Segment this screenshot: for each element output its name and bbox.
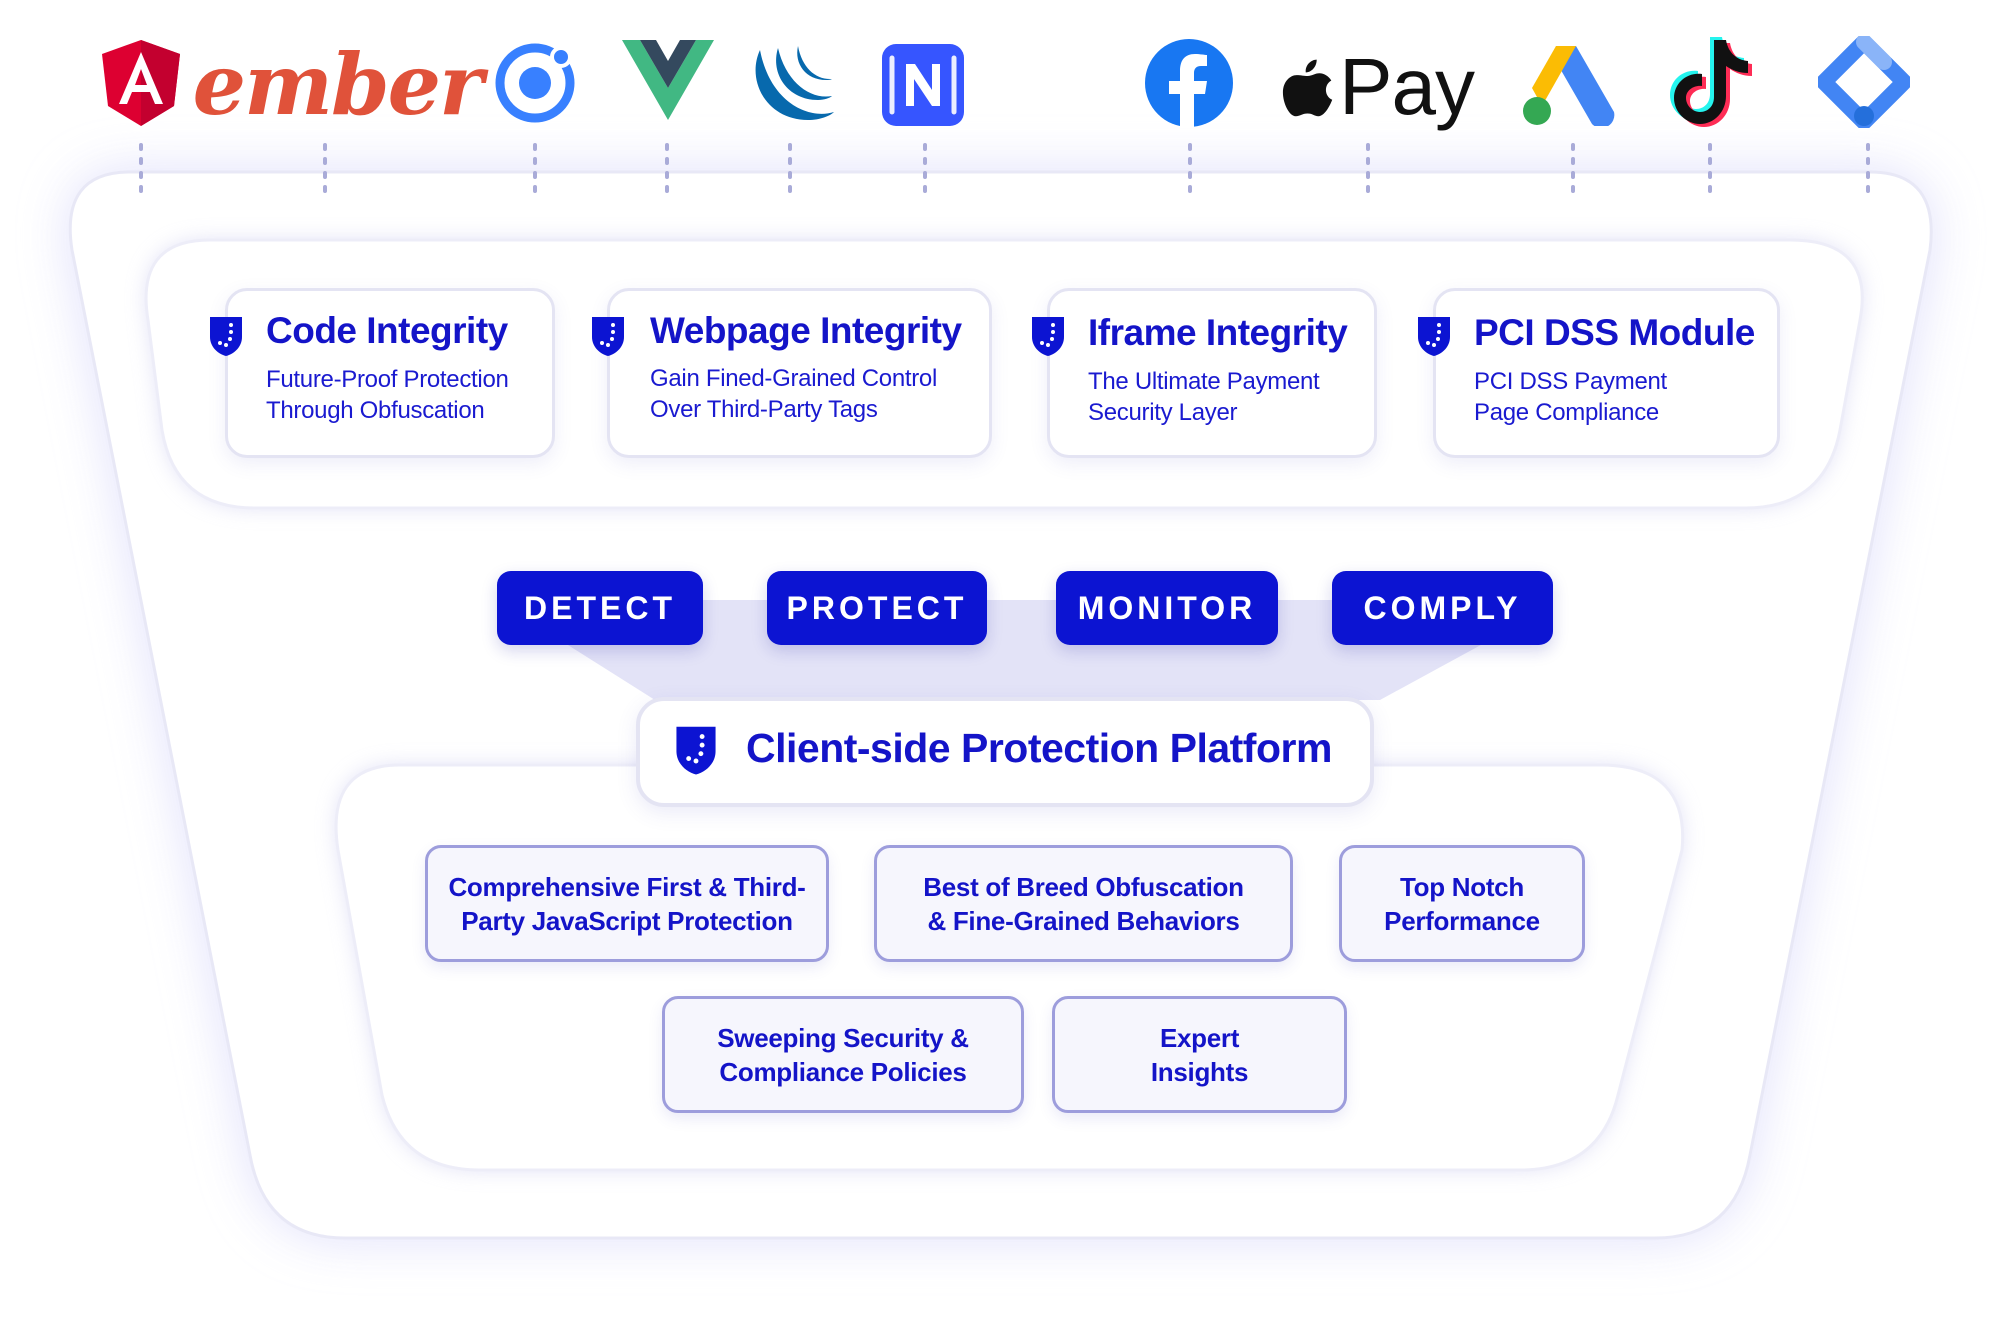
shield-icon <box>1032 317 1064 356</box>
apple-logo-icon <box>1282 59 1333 117</box>
apple-pay-logo: Pay <box>1282 42 1475 132</box>
feature-card[interactable]: Comprehensive First & Third- Party JavaS… <box>425 845 829 962</box>
module-title: PCI DSS Module <box>1474 312 1755 353</box>
shield-icon <box>592 317 624 356</box>
pill-detect[interactable]: DETECT <box>497 571 703 645</box>
module-description: Future-Proof Protection Through Obfuscat… <box>266 366 509 424</box>
pill-comply[interactable]: COMPLY <box>1332 571 1553 645</box>
ionic-logo-icon <box>492 40 578 126</box>
feature-card[interactable]: Best of Breed Obfuscation & Fine-Grained… <box>874 845 1293 962</box>
nativescript-logo-icon <box>882 44 964 126</box>
module-description: Gain Fined-Grained Control Over Third-Pa… <box>650 365 938 423</box>
shield-icon <box>210 317 242 356</box>
module-title: Code Integrity <box>266 310 508 351</box>
feature-card[interactable]: Sweeping Security & Compliance Policies <box>662 996 1024 1113</box>
pill-protect[interactable]: PROTECT <box>767 571 987 645</box>
module-card-webpage-integrity[interactable] <box>607 288 992 458</box>
platform-title: Client-side Protection Platform <box>746 725 1332 771</box>
feature-label: Sweeping Security & Compliance Policies <box>717 1022 969 1087</box>
feature-card[interactable]: Top Notch Performance <box>1339 845 1585 962</box>
module-title: Iframe Integrity <box>1088 312 1348 353</box>
shield-icon <box>676 726 716 775</box>
google-tag-manager-logo-icon <box>1818 36 1910 128</box>
module-card-pci-dss[interactable] <box>1433 288 1780 458</box>
facebook-logo-icon <box>1144 38 1234 128</box>
tiktok-logo-icon <box>1668 34 1752 130</box>
google-ads-logo-icon <box>1520 40 1620 126</box>
feature-card[interactable]: Expert Insights <box>1052 996 1347 1113</box>
pill-monitor[interactable]: MONITOR <box>1056 571 1278 645</box>
feature-label: Best of Breed Obfuscation & Fine-Grained… <box>923 871 1244 936</box>
logo-connectors <box>139 143 1870 198</box>
feature-label: Comprehensive First & Third- Party JavaS… <box>448 871 806 936</box>
module-title: Webpage Integrity <box>650 310 962 351</box>
module-description: The Ultimate Payment Security Layer <box>1088 368 1320 426</box>
shield-icon <box>1418 317 1450 356</box>
ember-logo: ember <box>192 35 484 134</box>
module-description: PCI DSS Payment Page Compliance <box>1474 368 1667 426</box>
vue-logo-icon <box>622 40 714 122</box>
platform-box[interactable] <box>636 697 1374 807</box>
feature-label: Top Notch Performance <box>1384 871 1540 936</box>
angular-logo-icon <box>100 38 182 128</box>
jquery-logo-icon <box>748 40 836 124</box>
module-card-iframe-integrity[interactable] <box>1047 288 1377 458</box>
module-card-code-integrity[interactable] <box>225 288 555 458</box>
feature-label: Expert Insights <box>1150 1022 1249 1087</box>
